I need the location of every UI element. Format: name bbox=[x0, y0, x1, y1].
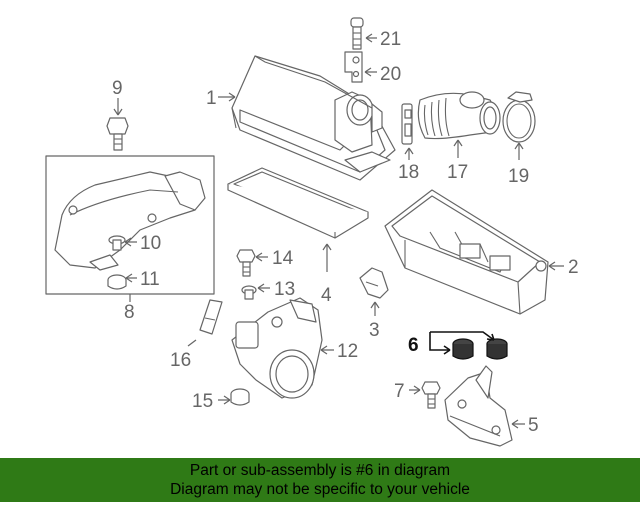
part-16-filter bbox=[199, 299, 223, 335]
callout-20: 20 bbox=[380, 64, 401, 85]
callout-8: 8 bbox=[124, 302, 135, 323]
leader-4 bbox=[322, 243, 332, 272]
part-1-air-cleaner-cover bbox=[231, 55, 396, 181]
callout-9: 9 bbox=[112, 78, 123, 99]
callout-14: 14 bbox=[272, 248, 294, 269]
part-3-clip bbox=[359, 267, 389, 299]
banner-line-part-number: Part or sub-assembly is #6 in diagram bbox=[189, 462, 451, 479]
leader-11 bbox=[125, 273, 137, 283]
leader-7 bbox=[409, 385, 421, 395]
part-19-hose-clamp bbox=[502, 91, 536, 143]
callout-16: 16 bbox=[170, 350, 191, 371]
callout-6: 6 bbox=[408, 335, 419, 356]
part-17-intake-hose bbox=[417, 91, 501, 140]
leader-21 bbox=[365, 33, 377, 43]
callout-13: 13 bbox=[274, 279, 295, 300]
part-12-throttle-body bbox=[231, 297, 323, 399]
part-13-fastener bbox=[241, 285, 257, 300]
leader-20 bbox=[364, 67, 377, 77]
part-14-bolt bbox=[236, 249, 256, 277]
part-15-grommet bbox=[230, 388, 250, 406]
callout-7: 7 bbox=[394, 381, 405, 402]
callout-4: 4 bbox=[321, 285, 332, 306]
callout-12: 12 bbox=[337, 341, 358, 362]
leader-13 bbox=[257, 283, 270, 293]
part-7-bolt bbox=[421, 381, 441, 409]
callout-15: 15 bbox=[192, 391, 213, 412]
leader-1 bbox=[218, 92, 236, 102]
callout-1: 1 bbox=[206, 88, 217, 109]
callout-11: 11 bbox=[140, 269, 160, 290]
parts-diagram: 21 20 1 18 17 bbox=[45, 17, 579, 447]
leader-9 bbox=[113, 98, 123, 116]
leader-16 bbox=[187, 339, 197, 347]
part-21-bolt bbox=[350, 17, 364, 50]
leader-2 bbox=[548, 261, 564, 271]
leader-10 bbox=[124, 237, 137, 247]
part-2-lower-housing bbox=[384, 189, 549, 315]
callout-2: 2 bbox=[568, 257, 579, 278]
leader-3 bbox=[370, 301, 380, 316]
part-8-duct bbox=[54, 171, 206, 271]
callout-21: 21 bbox=[380, 29, 401, 50]
part-6-grommet-right bbox=[486, 338, 508, 360]
callout-17: 17 bbox=[447, 162, 468, 183]
callout-5: 5 bbox=[528, 415, 539, 436]
part-11-grommet bbox=[107, 274, 127, 290]
diagram-notice-banner: Part or sub-assembly is #6 in diagram Di… bbox=[0, 458, 640, 502]
leader-5 bbox=[511, 419, 525, 429]
callout-19: 19 bbox=[508, 166, 529, 187]
part-10-fastener bbox=[108, 235, 126, 251]
leader-6 bbox=[429, 331, 495, 355]
callout-10: 10 bbox=[140, 233, 161, 254]
leader-17 bbox=[453, 139, 463, 158]
leader-14 bbox=[255, 252, 268, 262]
part-9-bolt bbox=[106, 117, 129, 151]
leader-18 bbox=[404, 147, 414, 160]
leader-19 bbox=[514, 142, 524, 160]
part-6-grommet-left bbox=[452, 338, 474, 360]
callout-3: 3 bbox=[369, 320, 380, 341]
part-4-air-filter bbox=[227, 167, 369, 239]
part-20-bracket bbox=[344, 51, 363, 83]
leader-15 bbox=[218, 395, 231, 405]
leader-12 bbox=[320, 345, 334, 355]
callout-18: 18 bbox=[398, 162, 419, 183]
part-5-bracket bbox=[444, 365, 513, 447]
part-18-connector bbox=[401, 103, 413, 145]
banner-line-disclaimer: Diagram may not be specific to your vehi… bbox=[170, 481, 470, 498]
